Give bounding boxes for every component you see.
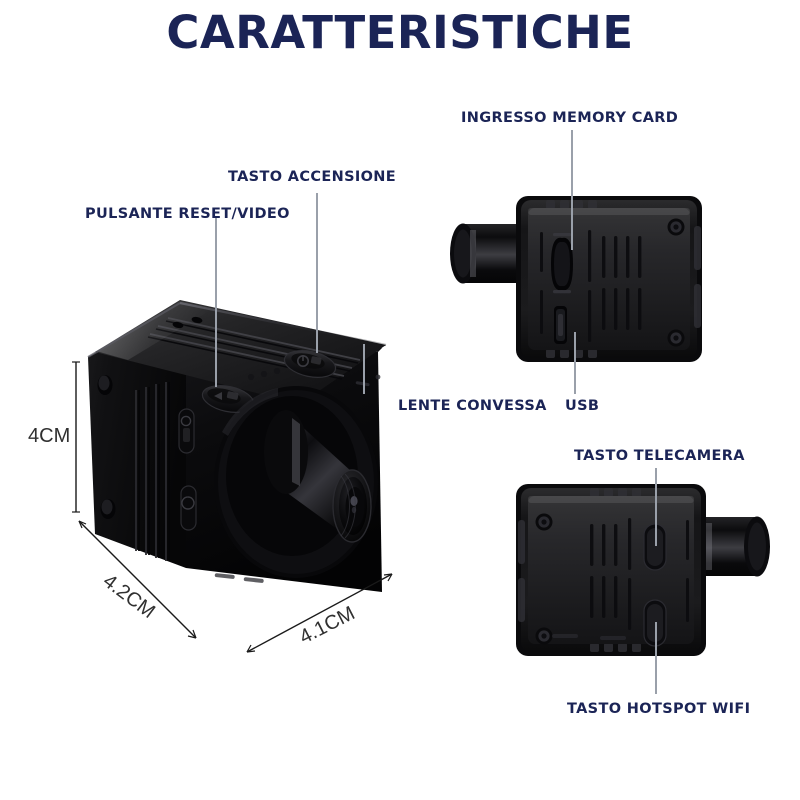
label-wifi-hotspot: TASTO HOTSPOT WIFI [567,701,751,717]
screw-holes-left [97,375,116,519]
dimension-height: 4CM [28,425,71,447]
leader-line-convex-lens [363,344,365,394]
leader-line-usb [574,332,576,394]
page-title: CARATTERISTICHE [166,6,634,59]
camera-view-buttons [516,484,770,656]
label-usb: USB [565,398,600,414]
main-camera-isometric [87,300,387,592]
dimension-width: 4.1CM [296,602,359,649]
label-reset-video: PULSANTE RESET/VIDEO [85,206,290,222]
button-reset-video [201,385,255,413]
memory-card-slot [551,233,573,294]
dimension-depth: 4.2CM [98,570,160,624]
leader-line-camera-button [655,468,657,546]
side-slots [178,408,197,531]
screws-bottom-view [535,513,553,645]
usb-port [554,306,567,344]
label-camera-button: TASTO TELECAMERA [574,448,745,464]
leader-line-reset-video [215,217,217,387]
label-convex-lens: LENTE CONVESSA [398,398,547,414]
leader-line-memory-card [571,130,573,250]
label-power-button: TASTO ACCENSIONE [228,169,397,185]
camera-view-memory-usb [450,196,702,362]
leader-line-power-button [316,193,318,353]
label-memory-card: INGRESSO MEMORY CARD [461,110,679,126]
convex-lens-barrel-main [264,410,372,543]
leader-line-wifi-hotspot [655,622,657,694]
button-power [283,350,337,378]
screws-right-view [667,218,685,347]
